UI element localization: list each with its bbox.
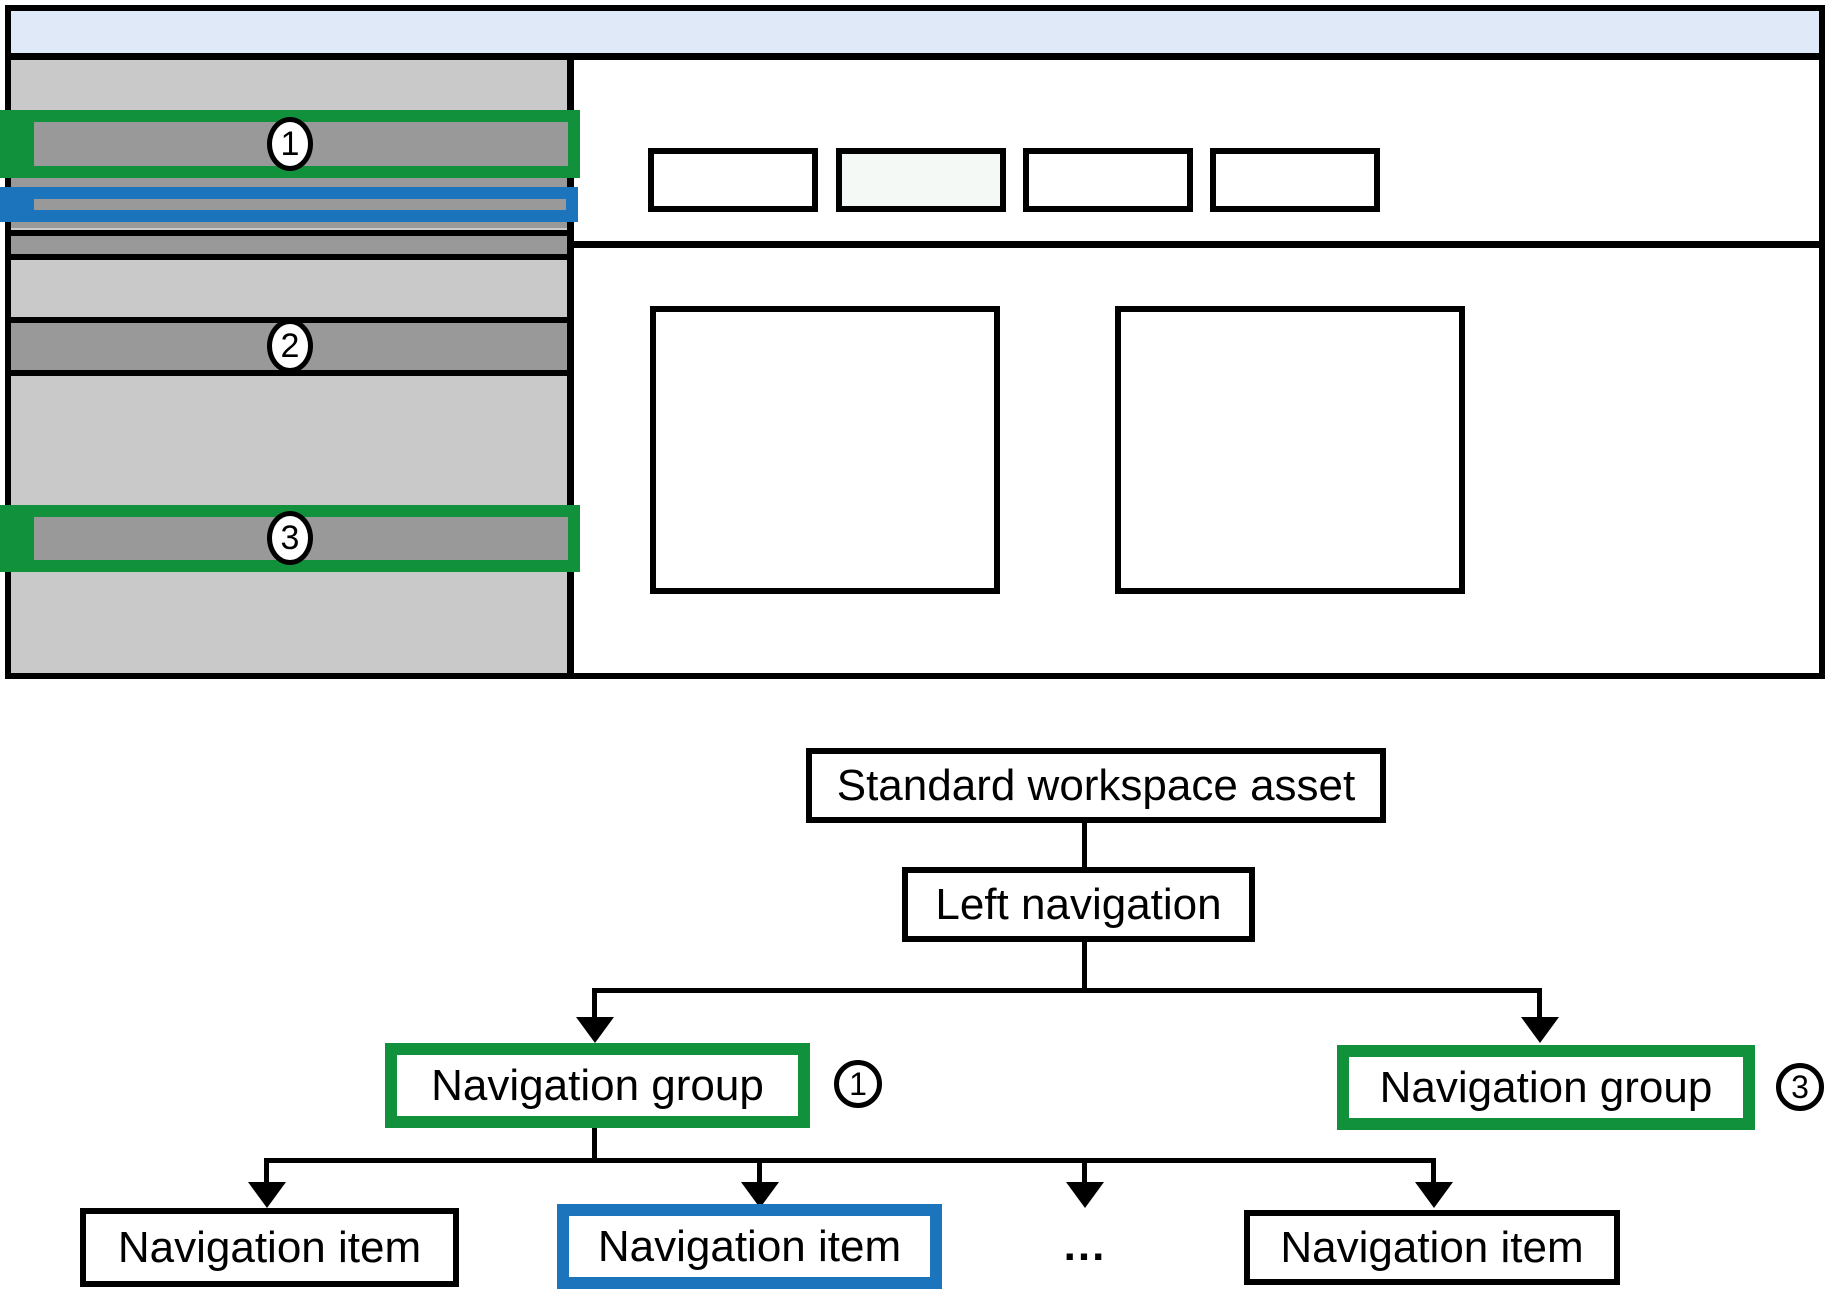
callout-2-number: 2 (280, 326, 300, 365)
connector-nav-to-branch (1082, 942, 1087, 988)
tree-callout-1-number: 1 (849, 1065, 867, 1102)
tree-callout-badge-1: 1 (834, 1060, 882, 1108)
tree-item-2-label: Navigation item (597, 1221, 902, 1271)
arrowhead-to-item-2 (741, 1182, 779, 1208)
tab-placeholder-4 (1210, 148, 1380, 212)
navigation-item-bar-bordered (11, 230, 567, 260)
callout-1-number: 1 (280, 124, 300, 163)
navigation-item-bar (34, 199, 566, 210)
tree-node-standard-workspace-asset: Standard workspace asset (806, 748, 1386, 823)
tree-node-left-navigation: Left navigation (902, 867, 1255, 942)
callout-badge-2: 2 (267, 319, 313, 373)
branch-stub-group-1 (592, 988, 597, 1020)
tree-node-nav-label: Left navigation (935, 879, 1222, 929)
tree-node-navigation-group-3: Navigation group (1337, 1045, 1755, 1130)
tree-item-3-label: Navigation item (1280, 1222, 1584, 1272)
branch-stub-ellipsis (1082, 1158, 1087, 1186)
ellipsis-text: ... (1063, 1221, 1107, 1270)
callout-3-number: 3 (280, 518, 300, 557)
tree-callout-3-number: 3 (1791, 1068, 1809, 1105)
arrowhead-to-item-1 (248, 1182, 286, 1208)
tree-group-3-label: Navigation group (1379, 1062, 1713, 1112)
content-card-placeholder-2 (1115, 306, 1465, 594)
tree-node-navigation-item-1: Navigation item (80, 1208, 459, 1287)
branch-stub-group-3 (1537, 988, 1542, 1020)
sidebar-divider-line (567, 60, 574, 673)
content-divider-line (574, 241, 1819, 248)
navigation-item-highlight (0, 187, 578, 222)
branch-stub-item-3 (1431, 1158, 1436, 1186)
tree-node-root-label: Standard workspace asset (836, 760, 1356, 810)
callout-badge-3: 3 (267, 511, 313, 565)
arrowhead-to-group-3 (1521, 1017, 1559, 1043)
tree-node-navigation-group-1: Navigation group (385, 1043, 810, 1128)
arrowhead-to-group-1 (576, 1017, 614, 1043)
tree-items-ellipsis: ... (1035, 1218, 1135, 1274)
header-divider-line (11, 53, 1819, 60)
content-card-placeholder-1 (650, 306, 1000, 594)
tree-node-navigation-item-2-selected: Navigation item (557, 1204, 942, 1289)
callout-badge-1: 1 (267, 117, 313, 171)
connector-root-to-nav (1082, 823, 1087, 867)
arrowhead-to-ellipsis (1066, 1182, 1104, 1208)
tree-item-1-label: Navigation item (117, 1222, 422, 1272)
tab-placeholder-3 (1023, 148, 1193, 212)
app-header-bar (11, 11, 1819, 53)
branch-line-groups (592, 988, 1542, 993)
tree-callout-badge-3: 3 (1776, 1063, 1824, 1111)
connector-group-1-to-items (592, 1128, 597, 1160)
tab-placeholder-2-selected (836, 148, 1006, 212)
tab-placeholder-1 (648, 148, 818, 212)
tree-node-navigation-item-3: Navigation item (1244, 1210, 1620, 1285)
branch-stub-item-2 (757, 1158, 762, 1186)
arrowhead-to-item-3 (1415, 1182, 1453, 1208)
branch-stub-item-1 (264, 1158, 269, 1186)
tree-group-1-label: Navigation group (431, 1060, 764, 1110)
branch-line-items (264, 1158, 1436, 1163)
